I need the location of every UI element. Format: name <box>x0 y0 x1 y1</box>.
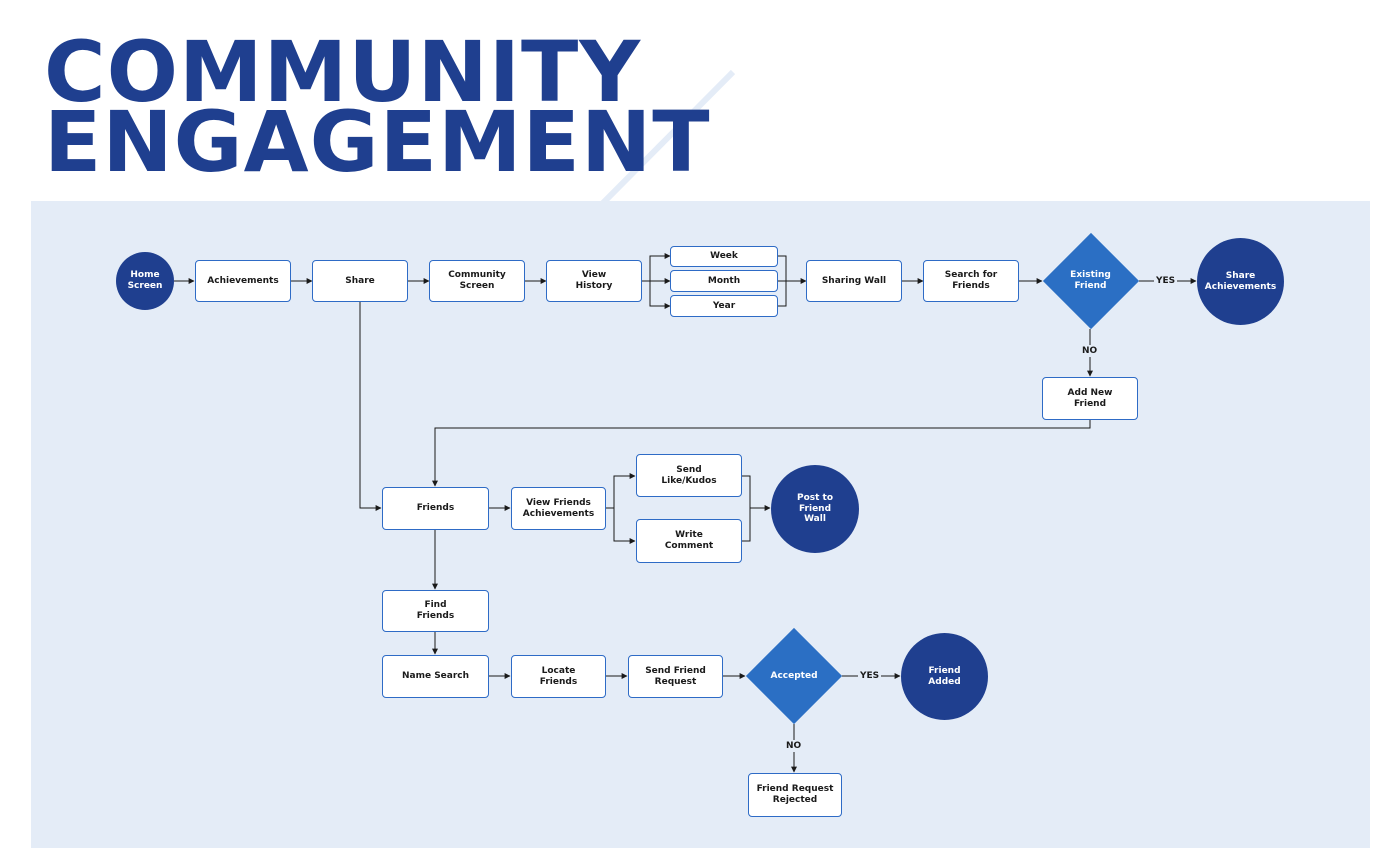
node-share: Share <box>312 260 408 302</box>
edge-share-friends <box>359 302 382 511</box>
decorative-slash <box>595 69 736 211</box>
node-send-like-kudos: Send Like/Kudos <box>636 454 742 497</box>
accepted-label: Accepted <box>770 670 818 681</box>
node-home-screen: Home Screen <box>116 252 174 310</box>
node-find-friends: Find Friends <box>382 590 489 632</box>
node-name-search: Name Search <box>382 655 489 698</box>
node-accepted: Accepted <box>746 628 842 724</box>
title-line-2: ENGAGEMENT <box>44 93 711 191</box>
edge-view-comment <box>613 508 636 544</box>
node-achievements: Achievements <box>195 260 291 302</box>
label-yes-existing: YES <box>1154 275 1178 287</box>
node-post-to-friend-wall: Post to Friend Wall <box>771 465 859 553</box>
node-share-achievements: Share Achievements <box>1197 238 1284 325</box>
edge-like-merge <box>742 475 751 542</box>
node-write-comment: Write Comment <box>636 519 742 563</box>
node-existing-friend: Existing Friend <box>1042 233 1139 329</box>
node-view-friends-achievements: View Friends Achievements <box>511 487 606 530</box>
edge-history-split <box>642 253 671 282</box>
node-friends: Friends <box>382 487 489 530</box>
node-send-friend-request: Send Friend Request <box>628 655 723 698</box>
edge-view-like <box>606 473 636 509</box>
label-yes-accepted: YES <box>858 670 882 682</box>
node-week: Week <box>670 246 778 267</box>
node-friend-request-rejected: Friend Request Rejected <box>748 773 842 817</box>
node-view-history: View History <box>546 260 642 302</box>
existing-friend-label: Existing Friend <box>1070 270 1111 291</box>
label-no-existing: NO <box>1080 345 1100 357</box>
node-month: Month <box>670 270 778 292</box>
node-add-new-friend: Add New Friend <box>1042 377 1138 420</box>
edge-history-year <box>649 281 671 309</box>
node-search-for-friends: Search for Friends <box>923 260 1019 302</box>
label-no-accepted: NO <box>784 740 804 752</box>
node-sharing-wall: Sharing Wall <box>806 260 902 302</box>
node-locate-friends: Locate Friends <box>511 655 606 698</box>
node-year: Year <box>670 295 778 317</box>
title-line-1: COMMUNITY <box>44 23 642 121</box>
edge-addfriend-friends <box>432 420 1091 487</box>
node-community-screen: Community Screen <box>429 260 525 302</box>
node-friend-added: Friend Added <box>901 633 988 720</box>
